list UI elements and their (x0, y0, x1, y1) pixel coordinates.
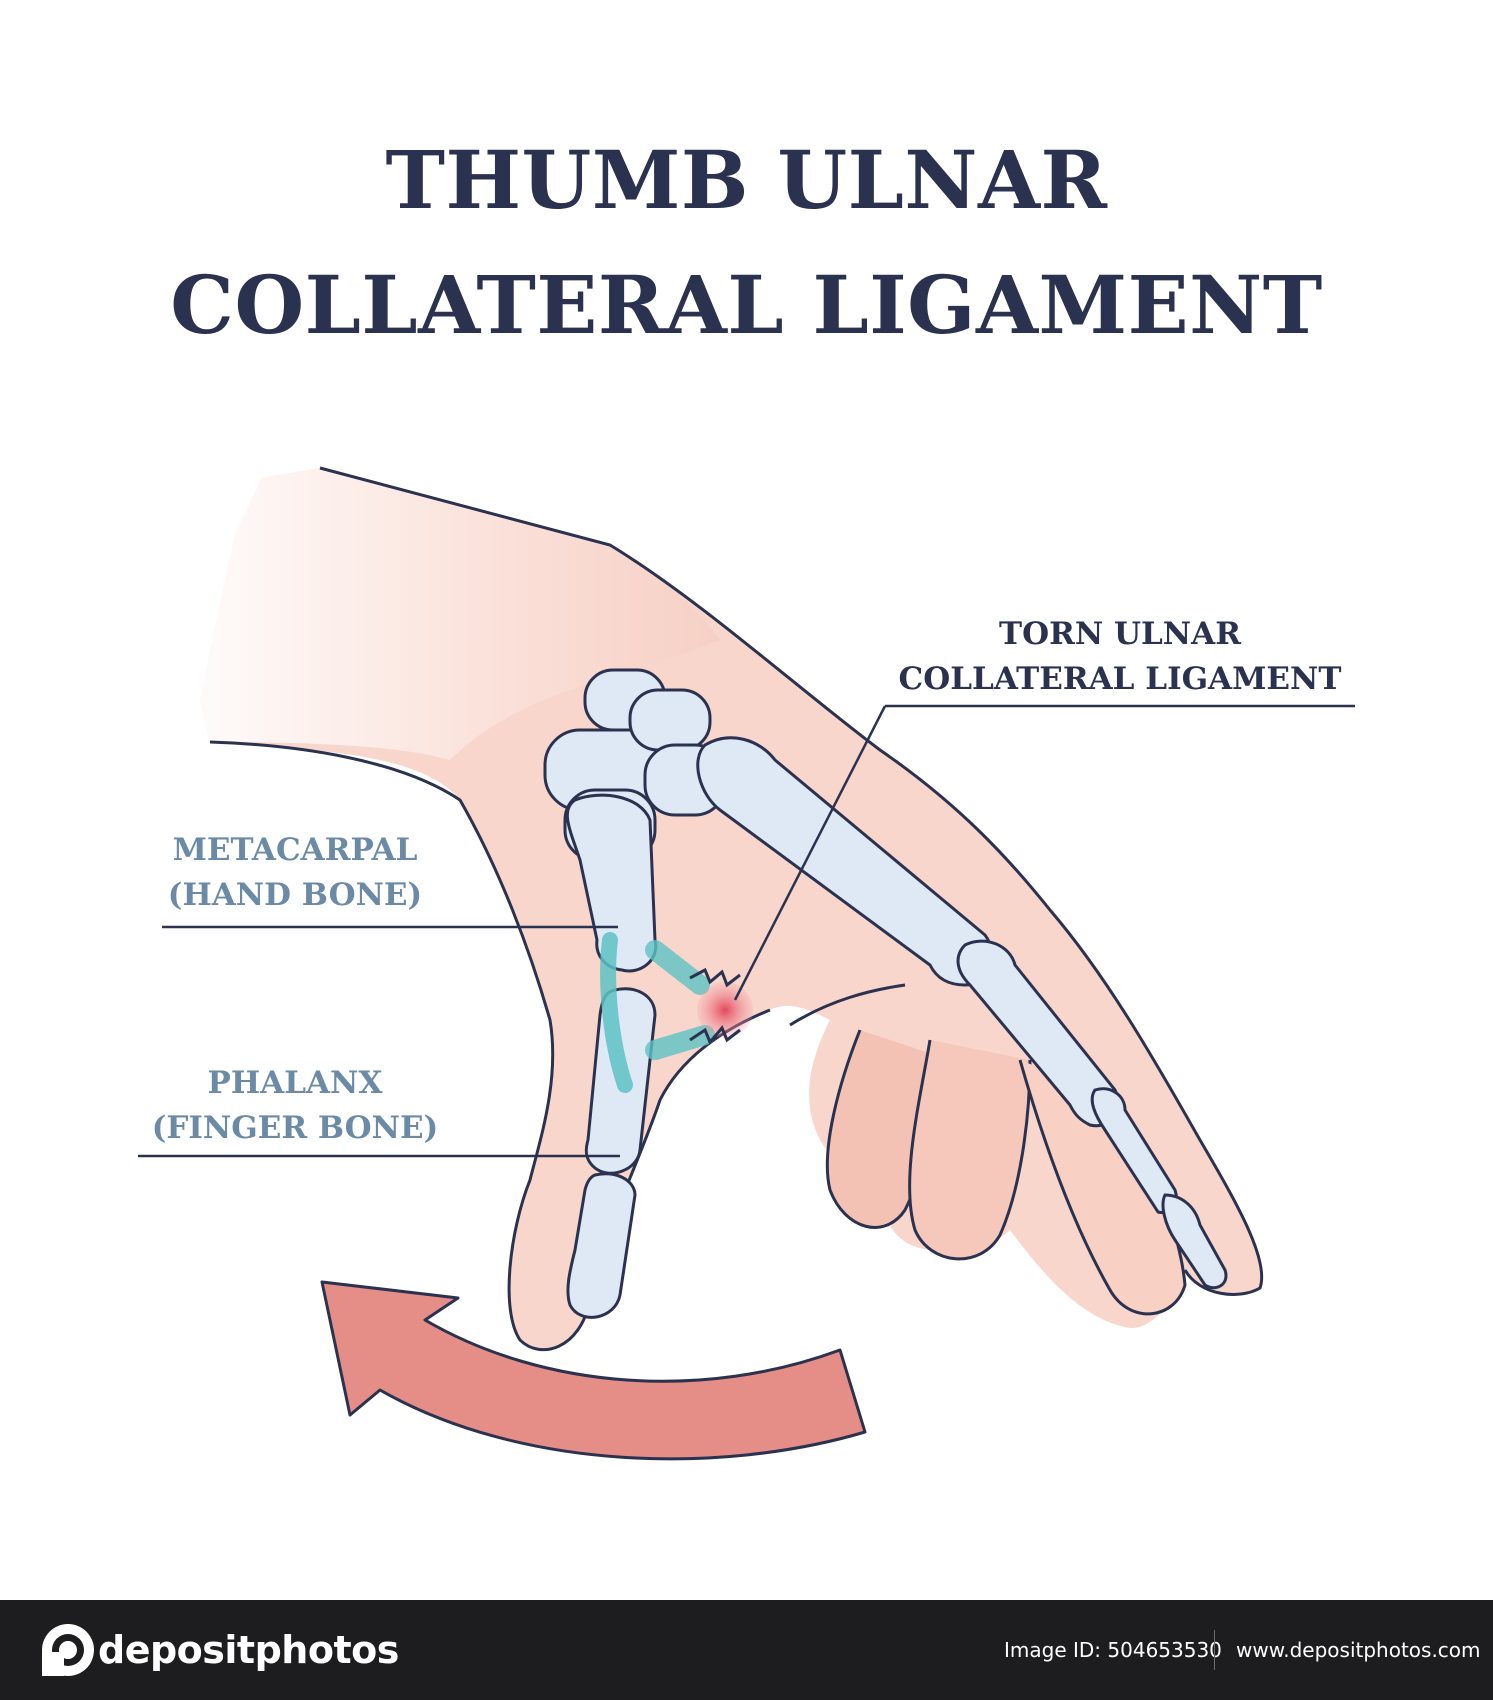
index-finger-bones (696, 736, 1228, 1290)
label-torn-line-2: COLLATERAL LIGAMENT (898, 661, 1342, 697)
wrist-outline (209, 740, 771, 1351)
diagram-title: THUMB ULNAR COLLATERAL LIGAMENT (0, 118, 1493, 368)
label-metacarpal: METACARPAL (HAND BONE) (150, 828, 440, 918)
rotation-arrow-icon (320, 1280, 867, 1461)
ulnar-ligament-lower (645, 1025, 715, 1060)
radial-collateral-ligament (600, 932, 633, 1093)
image-id-text: Image ID: 504653530 (1004, 1638, 1222, 1662)
label-phalanx: PHALANX (FINGER BONE) (130, 1061, 460, 1151)
stock-footer-bar: depositphotos Image ID: 504653530 www.de… (0, 1600, 1493, 1700)
thumb-metacarpal (565, 793, 658, 973)
ligament-tear-site (697, 982, 753, 1038)
label-torn-line-1: TORN ULNAR (999, 616, 1241, 652)
label-torn-ligament: TORN ULNAR COLLATERAL LIGAMENT (880, 612, 1360, 702)
label-metacarpal-line-1: METACARPAL (172, 832, 418, 868)
hand-illustration (138, 466, 1355, 1461)
palm-crease (789, 983, 906, 1027)
site-url-link[interactable]: www.depositphotos.com (1236, 1638, 1481, 1662)
label-phalanx-line-2: (FINGER BONE) (151, 1110, 439, 1146)
callout-pointer-torn (733, 705, 887, 1001)
label-phalanx-line-1: PHALANX (207, 1065, 383, 1101)
label-metacarpal-line-2: (HAND BONE) (167, 877, 423, 913)
title-line-2: COLLATERAL LIGAMENT (170, 258, 1323, 352)
hand-outline (319, 466, 1264, 1296)
brand-wordmark[interactable]: depositphotos (98, 1628, 399, 1672)
tear-jagged-lower (689, 1025, 741, 1045)
thumb-distal-phalanx (566, 1172, 637, 1319)
footer-divider (1214, 1630, 1215, 1670)
title-line-1: THUMB ULNAR (385, 133, 1108, 227)
ulnar-ligament-upper (645, 940, 710, 995)
tear-jagged-upper (689, 967, 741, 988)
camera-logo-icon (42, 1624, 94, 1676)
finger-middle (908, 1039, 1032, 1261)
